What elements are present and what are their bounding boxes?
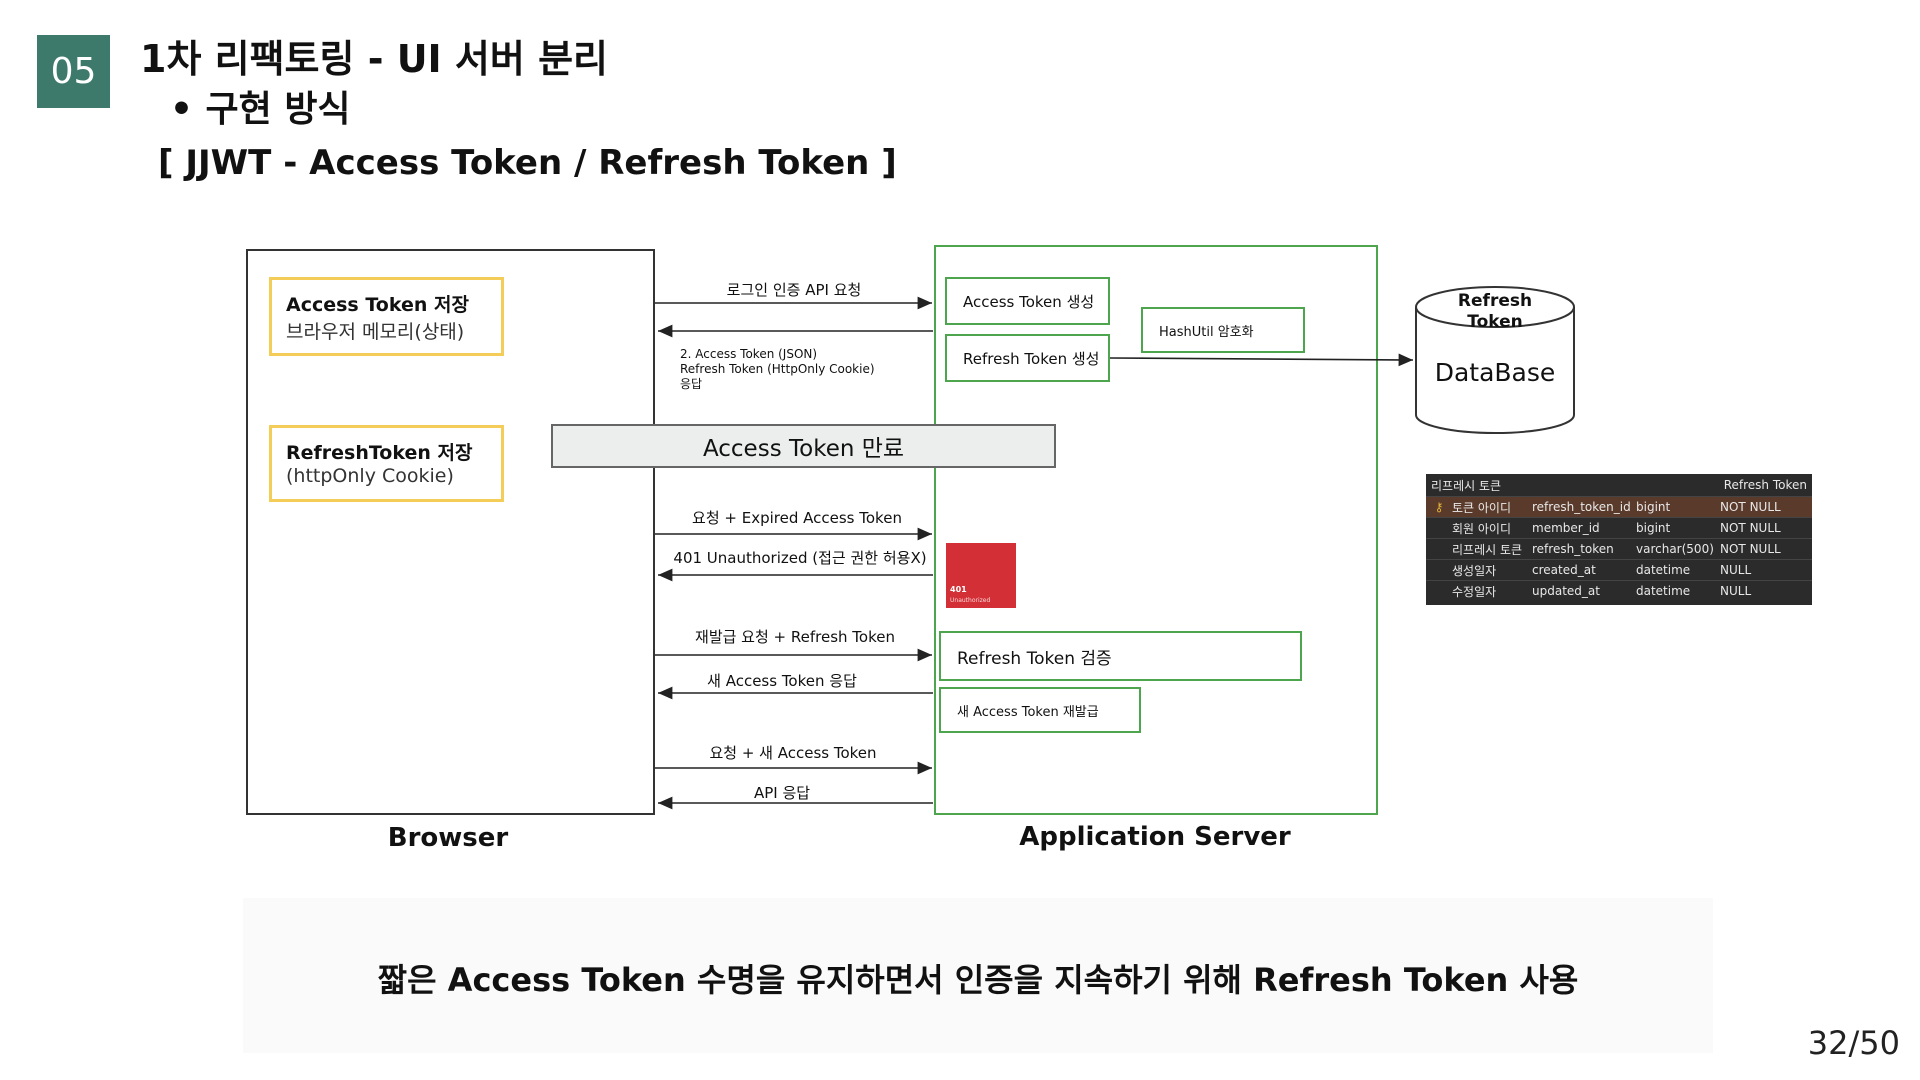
label-api-response: API 응답 [753, 784, 811, 802]
table-title-english: Refresh Token [1723, 478, 1807, 492]
section-heading: [ JJWT - Access Token / Refresh Token ] [158, 143, 897, 183]
label-token-response: 2. Access Token (JSON) Refresh Token (Ht… [680, 347, 875, 392]
slide-number-badge: 05 [37, 35, 110, 108]
refresh-token-store-sub: (httpOnly Cookie) [286, 465, 454, 487]
refresh-token-store-box: RefreshToken 저장 (httpOnly Cookie) [269, 425, 504, 502]
table-cell: NULL [1720, 563, 1752, 577]
access-token-store-sub: 브라우저 메모리(상태) [286, 321, 465, 343]
database-top-line-2: Token [1467, 312, 1523, 332]
summary-text: 짧은 Access Token 수명을 유지하면서 인증을 지속하기 위해 Re… [377, 961, 1579, 999]
table-row: 회원 아이디 member_id bigint NOT NULL [1426, 517, 1812, 538]
red-card-text: Unauthorized [950, 597, 991, 604]
table-cell: NOT NULL [1720, 500, 1781, 514]
table-cell: 회원 아이디 [1452, 521, 1512, 536]
table-cell: refresh_token [1532, 542, 1614, 556]
table-cell: varchar(500) [1636, 542, 1714, 556]
label-new-request: 요청 + 새 Access Token [709, 744, 877, 762]
table-cell: 생성일자 [1452, 563, 1497, 578]
arrow-to-database [1109, 353, 1414, 367]
table-cell: datetime [1636, 563, 1691, 577]
table-row: 생성일자 created_at datetime NULL [1426, 559, 1812, 580]
refresh-token-table: 리프레시 토큰 Refresh Token ⚷ 토큰 아이디 refresh_t… [1426, 474, 1812, 605]
server-label: Application Server [1019, 822, 1291, 852]
database-name: DataBase [1434, 358, 1556, 387]
label-new-token-response: 새 Access Token 응답 [707, 672, 857, 690]
table-cell: NULL [1720, 584, 1752, 598]
refresh-token-generate-box: Refresh Token 생성 [945, 334, 1110, 382]
label-token-response-line-2: Refresh Token (HttpOnly Cookie) [680, 362, 875, 376]
table-row: ⚷ 토큰 아이디 refresh_token_id bigint NOT NUL… [1426, 496, 1812, 517]
summary-panel [243, 898, 1713, 1053]
unauthorized-401-card: 401 Unauthorized [946, 543, 1016, 608]
table-cell: bigint [1636, 521, 1671, 535]
table-cell: 리프레시 토큰 [1452, 542, 1523, 557]
access-token-expiry-banner: Access Token 만료 [551, 424, 1056, 468]
page-number: 32/50 [1807, 1024, 1900, 1062]
database-top-line-1: Refresh [1457, 291, 1533, 311]
access-token-store-title: Access Token 저장 [286, 294, 469, 316]
access-token-store-box: Access Token 저장 브라우저 메모리(상태) [269, 277, 504, 356]
table-header: 리프레시 토큰 Refresh Token [1426, 474, 1812, 496]
red-card-code: 401 [950, 585, 967, 594]
database-cylinder-icon [1415, 286, 1575, 434]
table-cell: updated_at [1532, 584, 1600, 598]
table-row: 수정일자 updated_at datetime NULL [1426, 580, 1812, 601]
label-unauthorized: 401 Unauthorized (접근 권한 허용X) [673, 549, 927, 567]
refresh-token-store-title: RefreshToken 저장 [286, 442, 473, 464]
new-access-token-reissue-box: 새 Access Token 재발급 [939, 687, 1141, 733]
label-token-response-line-3: 응답 [680, 377, 703, 391]
table-cell: datetime [1636, 584, 1691, 598]
table-cell: bigint [1636, 500, 1671, 514]
table-cell: 토큰 아이디 [1452, 500, 1512, 515]
browser-frame [246, 249, 655, 815]
label-reissue-request: 재발급 요청 + Refresh Token [695, 628, 895, 646]
slide-title: 1차 리팩토링 - UI 서버 분리 [140, 37, 608, 81]
label-token-response-line-1: 2. Access Token (JSON) [680, 347, 818, 361]
table-cell: created_at [1532, 563, 1596, 577]
database-top-label: Refresh Token [1458, 291, 1532, 333]
bullet-text: • 구현 방식 [170, 89, 351, 130]
table-cell: 수정일자 [1452, 584, 1497, 599]
table-cell: NOT NULL [1720, 542, 1781, 556]
table-cell: member_id [1532, 521, 1600, 535]
table-row: 리프레시 토큰 refresh_token varchar(500) NOT N… [1426, 538, 1812, 559]
access-token-generate-box: Access Token 생성 [945, 277, 1110, 325]
table-cell: refresh_token_id [1532, 500, 1631, 514]
server-frame [934, 245, 1378, 815]
table-cell: NOT NULL [1720, 521, 1781, 535]
browser-label: Browser [387, 823, 509, 853]
refresh-token-verify-box: Refresh Token 검증 [939, 631, 1302, 681]
table-title-korean: 리프레시 토큰 [1431, 478, 1502, 493]
label-expired-request: 요청 + Expired Access Token [692, 509, 902, 527]
key-icon: ⚷ [1434, 500, 1444, 514]
label-login: 로그인 인증 API 요청 [726, 281, 862, 299]
hashutil-box: HashUtil 암호화 [1141, 307, 1305, 353]
